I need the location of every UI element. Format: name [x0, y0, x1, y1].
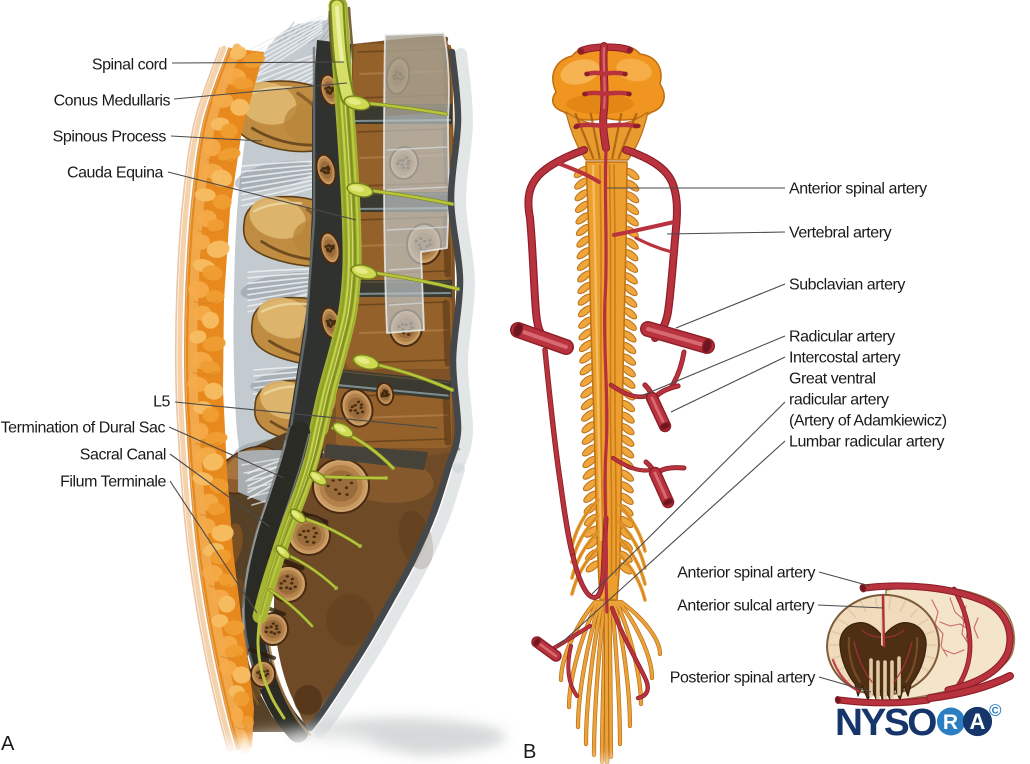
svg-text:L5: L5 — [153, 393, 170, 410]
svg-text:Great ventral: Great ventral — [789, 370, 876, 387]
svg-text:Spinous Process: Spinous Process — [53, 128, 167, 145]
svg-text:Anterior spinal artery: Anterior spinal artery — [677, 564, 815, 581]
svg-text:Cauda Equina: Cauda Equina — [67, 164, 164, 181]
svg-text:Vertebral artery: Vertebral artery — [789, 224, 892, 241]
svg-text:R: R — [943, 711, 958, 734]
svg-text:(Artery of Adamkiewicz): (Artery of Adamkiewicz) — [789, 412, 947, 429]
svg-text:radicular artery: radicular artery — [789, 391, 889, 408]
svg-text:A: A — [970, 709, 986, 734]
svg-text:Subclavian artery: Subclavian artery — [789, 276, 905, 293]
svg-text:Sacral Canal: Sacral Canal — [80, 446, 166, 463]
svg-text:Termination of Dural Sac: Termination of Dural Sac — [1, 419, 166, 436]
svg-text:Radicular artery: Radicular artery — [789, 328, 895, 345]
svg-text:Conus Medullaris: Conus Medullaris — [54, 92, 171, 109]
svg-text:©: © — [989, 701, 1002, 720]
svg-text:Filum Terminale: Filum Terminale — [60, 473, 166, 490]
svg-text:B: B — [523, 741, 536, 763]
svg-text:Intercostal artery: Intercostal artery — [789, 349, 901, 366]
svg-text:Lumbar radicular artery: Lumbar radicular artery — [789, 433, 944, 450]
svg-text:Anterior spinal artery: Anterior spinal artery — [789, 180, 927, 197]
svg-text:Posterior spinal artery: Posterior spinal artery — [670, 669, 816, 686]
svg-text:A: A — [1, 733, 15, 755]
svg-text:NYSO: NYSO — [835, 702, 936, 744]
svg-text:Spinal cord: Spinal cord — [92, 56, 167, 73]
svg-text:Anterior sulcal artery: Anterior sulcal artery — [677, 597, 814, 614]
